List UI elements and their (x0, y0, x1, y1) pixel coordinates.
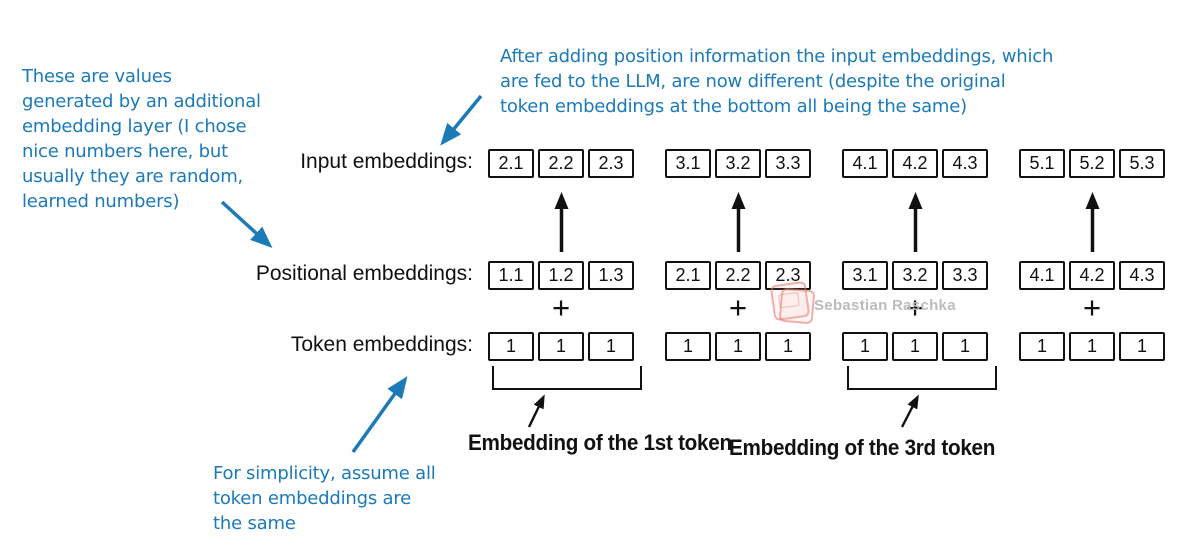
annotation-line: After adding position information the in… (500, 46, 1054, 67)
positional-embedding-group-2: 2.1 2.2 2.3 (665, 261, 811, 290)
embedding-cell: 1 (538, 332, 584, 361)
embedding-cell: 3.1 (665, 149, 711, 178)
plus-operator-3: + (905, 290, 925, 325)
embedding-cell: 1 (715, 332, 761, 361)
annotation-line: nice numbers here, but (22, 141, 228, 162)
caption-first-token: Embedding of the 1st token (468, 430, 732, 455)
token-embedding-group-2: 1 1 1 (665, 332, 811, 361)
embedding-cell: 1 (942, 332, 988, 361)
embedding-cell: 4.1 (1019, 261, 1065, 290)
plus-operator-4: + (1082, 290, 1102, 325)
token-embedding-group-3: 1 1 1 (842, 332, 988, 361)
embedding-cell: 1 (588, 332, 634, 361)
annotation-line: These are values (22, 66, 172, 87)
embedding-cell: 4.3 (942, 149, 988, 178)
annotation-line: generated by an additional (22, 91, 261, 112)
annotation-line: token embeddings are (213, 488, 412, 509)
token-embedding-group-4: 1 1 1 (1019, 332, 1165, 361)
input-embedding-group-1: 2.1 2.2 2.3 (488, 149, 634, 178)
embedding-cell: 3.2 (892, 261, 938, 290)
embedding-cell: 4.1 (842, 149, 888, 178)
embedding-cell: 2.1 (665, 261, 711, 290)
token-group-bracket-1st (492, 366, 642, 390)
plus-operator-1: + (551, 290, 571, 325)
input-embedding-group-2: 3.1 3.2 3.3 (665, 149, 811, 178)
watermark-logo-shadow (778, 287, 816, 325)
embedding-cell: 5.2 (1069, 149, 1115, 178)
embedding-cell: 1 (892, 332, 938, 361)
annotation-line: token embeddings at the bottom all being… (500, 96, 967, 117)
embedding-cell: 3.3 (942, 261, 988, 290)
positional-embedding-group-4: 4.1 4.2 4.3 (1019, 261, 1165, 290)
arrow-after-position-to-input-row (440, 94, 483, 146)
embedding-cell: 4.2 (1069, 261, 1115, 290)
embedding-cell: 3.1 (842, 261, 888, 290)
positional-embedding-group-3: 3.1 3.2 3.3 (842, 261, 988, 290)
embedding-cell: 1 (1019, 332, 1065, 361)
annotation-line: For simplicity, assume all (213, 463, 436, 484)
caption-third-token: Embedding of the 3rd token (729, 435, 996, 460)
plus-operator-2: + (728, 290, 748, 325)
token-embedding-group-1: 1 1 1 (488, 332, 634, 361)
annotation-generated-values: These are values generated by an additio… (22, 64, 292, 214)
arrow-simplicity-to-token-row (351, 376, 408, 454)
embedding-cell: 1.1 (488, 261, 534, 290)
token-group-bracket-3rd (847, 366, 997, 390)
embedding-cell: 4.3 (1119, 261, 1165, 290)
annotation-line: embedding layer (I chose (22, 116, 247, 137)
token-embeddings-label: Token embeddings: (290, 333, 473, 356)
arrow-caption-to-bracket-1st (527, 394, 545, 428)
annotation-simplicity: For simplicity, assume all token embeddi… (213, 461, 473, 536)
embedding-cell: 5.3 (1119, 149, 1165, 178)
embedding-cell: 1 (765, 332, 811, 361)
embedding-cell: 5.1 (1019, 149, 1065, 178)
embedding-cell: 1 (665, 332, 711, 361)
positional-embedding-group-1: 1.1 1.2 1.3 (488, 261, 634, 290)
annotation-line: the same (213, 513, 296, 534)
embedding-cell: 1.2 (538, 261, 584, 290)
embedding-cell: 4.2 (892, 149, 938, 178)
embedding-cell: 1 (1119, 332, 1165, 361)
annotation-line: are fed to the LLM, are now different (d… (500, 71, 1006, 92)
embedding-cell: 1 (842, 332, 888, 361)
annotation-after-position: After adding position information the in… (500, 44, 1100, 119)
embedding-cell: 2.1 (488, 149, 534, 178)
embedding-cell: 1 (1069, 332, 1115, 361)
embedding-cell: 2.3 (765, 261, 811, 290)
embedding-cell: 2.3 (588, 149, 634, 178)
arrow-caption-to-bracket-3rd (900, 394, 919, 428)
embedding-cell: 2.2 (715, 261, 761, 290)
positional-embeddings-label: Positional embeddings: (255, 262, 473, 285)
embedding-cell: 1 (488, 332, 534, 361)
embedding-cell: 2.2 (538, 149, 584, 178)
embedding-cell: 1.3 (588, 261, 634, 290)
input-embedding-group-4: 5.1 5.2 5.3 (1019, 149, 1165, 178)
annotation-line: learned numbers) (22, 191, 180, 212)
annotation-line: usually they are random, (22, 166, 244, 187)
input-embedding-group-3: 4.1 4.2 4.3 (842, 149, 988, 178)
embedding-cell: 3.2 (715, 149, 761, 178)
embedding-cell: 3.3 (765, 149, 811, 178)
watermark-text: Sebastian Raschka (814, 297, 956, 314)
input-embeddings-label: Input embeddings: (300, 150, 473, 173)
